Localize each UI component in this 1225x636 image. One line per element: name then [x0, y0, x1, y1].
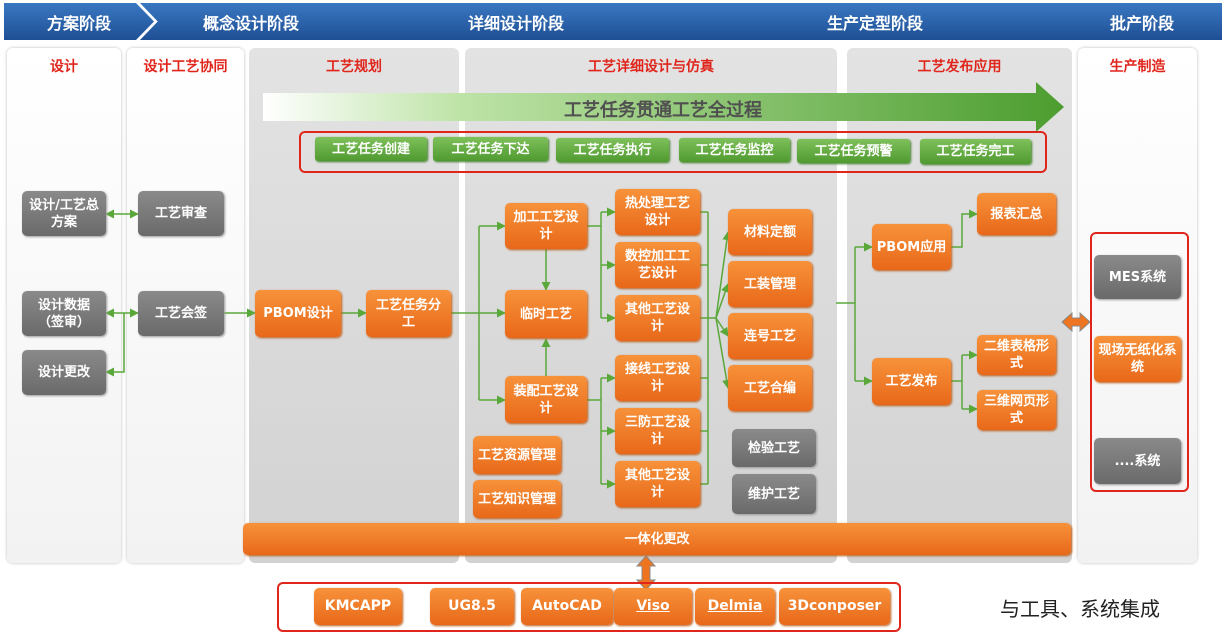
- box-mes-system: MES系统: [1094, 255, 1181, 299]
- stage-2: 概念设计阶段: [140, 3, 362, 40]
- task-frame: [299, 131, 1047, 173]
- integration-caption: 与工具、系统集成: [1000, 597, 1160, 621]
- box-machining-design: 加工工艺设计: [505, 203, 587, 249]
- box-knowledge-management: 工艺知识管理: [473, 480, 561, 518]
- box-temporary-process: 临时工艺: [505, 290, 587, 338]
- box-design-data: 设计数据（签审）: [22, 291, 106, 336]
- task-create: 工艺任务创建: [315, 137, 427, 161]
- integrated-change-bar: 一体化更改: [243, 523, 1071, 555]
- double-arrow-production: [1061, 311, 1091, 333]
- box-heat-treatment: 热处理工艺设计: [615, 189, 700, 235]
- stage-5: 批产阶段: [1062, 3, 1222, 40]
- box-material-quota: 材料定额: [728, 209, 812, 255]
- box-2d-table: 二维表格形式: [977, 335, 1056, 375]
- box-fixture-management: 工装管理: [728, 261, 812, 307]
- box-process-countersign: 工艺会签: [138, 291, 224, 336]
- task-execute: 工艺任务执行: [556, 138, 669, 162]
- banner-arrow: [263, 82, 1064, 132]
- banner-title: 工艺任务贯通工艺全过程: [564, 100, 762, 121]
- tool-ug: UG8.5: [430, 588, 514, 625]
- box-serial-process: 连号工艺: [728, 313, 812, 359]
- task-monitor: 工艺任务监控: [679, 138, 790, 162]
- box-paperless-system: 现场无纸化系统: [1094, 336, 1181, 382]
- tool-delmia: Delmia: [695, 588, 775, 625]
- column-title-collab: 设计工艺协同: [143, 59, 228, 75]
- tool-kmcapp: KMCAPP: [314, 588, 402, 625]
- box-process-review: 工艺审查: [138, 191, 224, 236]
- box-triproof-design: 三防工艺设计: [615, 408, 700, 454]
- stage-1: 方案阶段: [4, 3, 154, 40]
- box-other-design-1: 其他工艺设计: [615, 295, 700, 341]
- column-title-planning: 工艺规划: [326, 59, 382, 75]
- box-maintenance-process: 维护工艺: [732, 474, 816, 514]
- column-title-production: 生产制造: [1109, 59, 1166, 75]
- tool-viso: Viso: [614, 588, 692, 625]
- tools-frame: [277, 582, 901, 632]
- column-title-release: 工艺发布应用: [917, 59, 1002, 75]
- box-resource-management: 工艺资源管理: [473, 436, 561, 474]
- box-assembly-design: 装配工艺设计: [505, 376, 587, 423]
- column-title-detail: 工艺详细设计与仿真: [588, 59, 714, 75]
- task-issue: 工艺任务下达: [433, 137, 548, 161]
- production-frame: [1090, 232, 1189, 492]
- box-task-assign: 工艺任务分工: [366, 290, 451, 337]
- tool-delmia-label: Delmia: [707, 598, 763, 614]
- box-design-scheme: 设计/工艺总方案: [22, 191, 106, 236]
- stage-3: 详细设计阶段: [342, 3, 690, 40]
- box-process-compile: 工艺合编: [728, 365, 812, 411]
- box-cnc-machining: 数控加工工艺设计: [615, 242, 700, 288]
- column-title-design: 设计: [50, 59, 78, 75]
- box-process-publish: 工艺发布: [872, 358, 951, 405]
- tool-viso-label: Viso: [636, 598, 670, 614]
- box-other-system: ....系统: [1094, 438, 1181, 484]
- task-complete: 工艺任务完工: [920, 139, 1031, 164]
- column-release: [847, 48, 1072, 563]
- box-pbom-design: PBOM设计: [255, 290, 341, 337]
- box-report-summary: 报表汇总: [977, 193, 1056, 235]
- task-warning: 工艺任务预警: [797, 139, 910, 163]
- tool-3dconposer: 3Dconposer: [779, 588, 890, 625]
- stage-4: 生产定型阶段: [668, 3, 1082, 40]
- box-design-change: 设计更改: [22, 350, 106, 395]
- tool-autocad: AutoCAD: [521, 588, 613, 625]
- box-pbom-application: PBOM应用: [872, 224, 951, 270]
- box-inspection-process: 检验工艺: [732, 429, 816, 467]
- box-other-design-2: 其他工艺设计: [615, 461, 700, 507]
- box-wiring-design: 接线工艺设计: [615, 355, 700, 401]
- box-3d-web: 三维网页形式: [977, 390, 1056, 430]
